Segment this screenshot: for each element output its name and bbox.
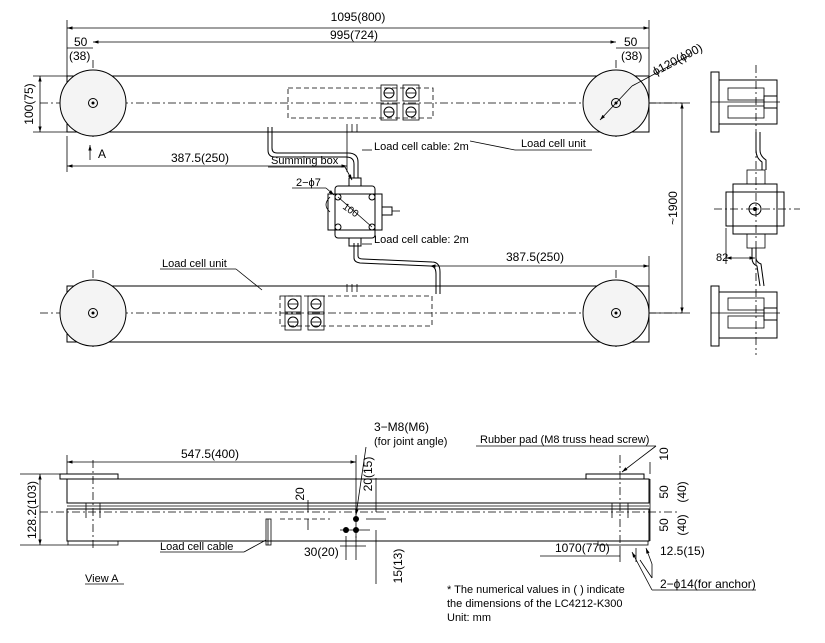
dim-20-a: 20 xyxy=(293,487,307,501)
thread-label: 3−M8(M6) xyxy=(374,420,429,434)
dim-end-left: 50 xyxy=(74,35,88,49)
bottom-unit-label: Load cell unit xyxy=(162,258,227,270)
dim-span: ~1900 xyxy=(666,191,680,225)
rubber-pad-label: Rubber pad (M8 truss head screw) xyxy=(480,434,649,446)
dim-end-right: 50 xyxy=(624,35,638,49)
top-unit-label: Load cell unit xyxy=(521,138,586,150)
dim-50-a: 50 xyxy=(657,485,671,499)
thread-note: (for joint angle) xyxy=(374,436,447,448)
dim-1070: 1070(770) xyxy=(555,541,610,555)
cable-bottom-label: Load cell cable: 2m xyxy=(374,234,469,246)
note-line-2: the dimensions of the LC4212-K300 xyxy=(447,598,623,610)
dim-20-15: 20(15) xyxy=(361,457,375,492)
dim-30-20: 30(20) xyxy=(304,545,339,559)
summing-box xyxy=(325,177,400,247)
view-a-label: View A xyxy=(85,573,119,585)
top-dimensions xyxy=(33,20,691,314)
dim-end-right-alt: (38) xyxy=(621,49,642,63)
dim-40-b: (40) xyxy=(675,514,689,535)
view-a-arrow-label: A xyxy=(98,147,106,161)
dim-10: 10 xyxy=(657,447,671,461)
side-view xyxy=(710,65,800,355)
bottom-load-cell-unit xyxy=(40,270,682,350)
cable-routing xyxy=(267,127,441,294)
dim-height: 100(75) xyxy=(22,83,36,124)
dim-inner-length: 995(724) xyxy=(330,28,378,42)
box-size-label: 100 xyxy=(340,201,360,220)
dim-offset-top: 387.5(250) xyxy=(171,151,229,165)
dim-overall-length: 1095(800) xyxy=(331,10,386,24)
top-load-cell-unit xyxy=(40,60,682,138)
bolt-pattern-bottom xyxy=(284,295,325,331)
side-dim-82: 82 xyxy=(716,252,728,264)
cable-label: Load cell cable xyxy=(160,541,233,553)
note-line-3: Unit: mm xyxy=(447,612,491,624)
dim-offset-bottom: 387.5(250) xyxy=(506,250,564,264)
anchor-label: 2−ϕ14(for anchor) xyxy=(660,577,756,591)
cable-top-label: Load cell cable: 2m xyxy=(374,141,469,153)
dim-128-2: 128.2(103) xyxy=(25,481,39,539)
dim-end-left-alt: (38) xyxy=(69,49,90,63)
dim-12-5: 12.5(15) xyxy=(660,544,705,558)
elevation-view xyxy=(40,455,680,548)
holes-label: 2−ϕ7 xyxy=(296,177,321,189)
elevation-dimensions xyxy=(20,445,756,591)
bolt-pattern-top xyxy=(380,84,420,121)
note-line-1: * The numerical values in ( ) indicate xyxy=(447,584,625,596)
dim-50-b: 50 xyxy=(657,518,671,532)
dim-40-a: (40) xyxy=(675,481,689,502)
summing-box-label: Summing box xyxy=(271,155,339,167)
dim-547-5: 547.5(400) xyxy=(181,447,239,461)
dim-diameter: ϕ120(ϕ90) xyxy=(650,41,705,79)
dim-15-13: 15(13) xyxy=(391,549,405,584)
